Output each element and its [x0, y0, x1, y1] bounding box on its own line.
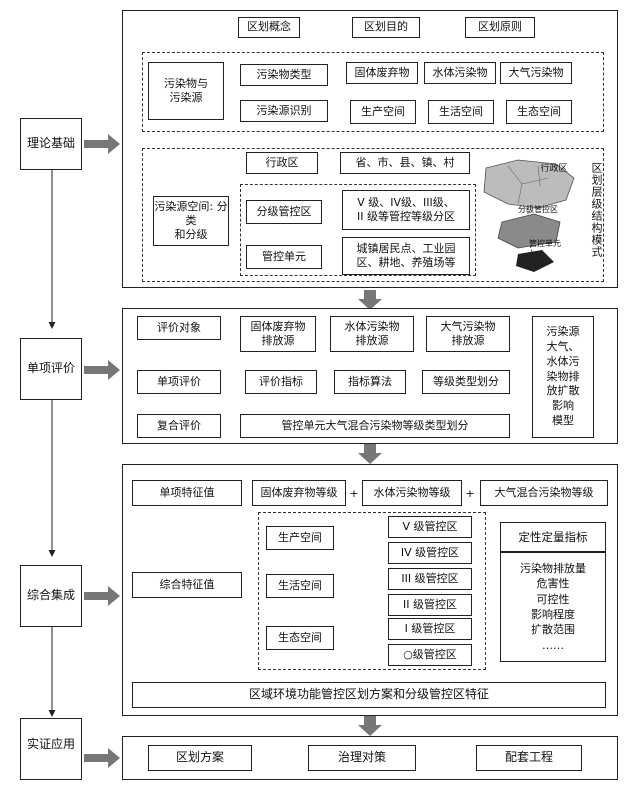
source-ident-box: 污染源识别	[240, 100, 328, 122]
plus-sign: +	[349, 486, 359, 500]
zone-i-box: I 级管控区	[388, 618, 472, 640]
measures-box: 治理对策	[308, 745, 416, 771]
living-space-box: 生活空间	[428, 100, 494, 124]
pollutant-dashed-group	[142, 52, 604, 132]
right-arrow-icon	[84, 748, 120, 768]
indicator-box: 评价指标	[245, 370, 317, 394]
pollutant-source-box: 污染物与 污染源	[148, 62, 224, 120]
eval-object-box: 评价对象	[137, 316, 221, 340]
unit-desc-box: 城镇居民点、工业园 区、耕地、养殖场等	[342, 237, 470, 275]
algorithm-box: 指标算法	[334, 370, 406, 394]
compound-result-box: 管控单元大气混合污染物等级类型划分	[240, 414, 510, 438]
admin-region-box: 行政区	[246, 152, 318, 174]
right-arrow-icon	[84, 360, 120, 380]
admin-levels-box: 省、市、县、镇、村	[340, 152, 470, 174]
ecological-space-box: 生态空间	[266, 626, 334, 650]
solid-grade-box: 固体废弃物等级	[252, 480, 346, 506]
graded-zone-box: 分级管控区	[246, 200, 322, 224]
compound-eval-box: 复合评价	[137, 414, 221, 438]
single-eval-box: 单项评价	[137, 370, 221, 394]
zoning-dashed-group	[142, 148, 604, 282]
water-source-box: 水体污染物 排放源	[330, 316, 414, 352]
zone-v-box: V 级管控区	[388, 516, 472, 538]
support-project-box: 配套工程	[476, 745, 582, 771]
water-pollutant-box: 水体污染物	[424, 62, 496, 84]
single-feature-box: 单项特征值	[132, 480, 242, 506]
solid-source-box: 固体废弃物 排放源	[240, 316, 316, 352]
zone-ii-box: II 级管控区	[388, 594, 472, 616]
right-arrow-icon	[84, 134, 120, 154]
plus-sign: +	[465, 486, 475, 500]
qualitative-indicator-box: 定性定量指标	[500, 522, 606, 552]
concept-box: 区划概念	[238, 17, 300, 38]
purpose-box: 区划目的	[352, 17, 420, 38]
principle-box: 区划原则	[465, 17, 535, 38]
production-space-box: 生产空间	[350, 100, 416, 124]
map-label-unit: 管控单元	[529, 238, 561, 248]
down-arrow-icon	[358, 290, 382, 310]
production-space-box: 生产空间	[266, 526, 334, 550]
stage-integrate: 综合集成	[20, 565, 82, 627]
zone-0-box: ○级管控区	[388, 644, 472, 666]
indicator-list-box: 污染物排放量 危害性 可控性 影响程度 扩散范围 ……	[500, 552, 606, 662]
hierarchy-model-title: 区划层级结构模式	[590, 162, 603, 258]
diffusion-model-box: 污染源 大气、 水体污 染物排 放扩散 影响 模型	[532, 316, 594, 438]
zone-iii-box: III 级管控区	[388, 568, 472, 590]
air-grade-box: 大气混合污染物等级	[480, 480, 608, 506]
final-plan-box: 区域环境功能管控区划方案和分级管控区特征	[132, 682, 606, 708]
plan-box: 区划方案	[148, 745, 252, 771]
control-dashed-group	[240, 184, 476, 276]
solid-waste-box: 固体废弃物	[346, 62, 418, 84]
hierarchy-map-illustration	[483, 159, 575, 272]
composite-feature-box: 综合特征值	[132, 572, 242, 598]
air-source-box: 大气污染物 排放源	[426, 316, 510, 352]
living-space-box: 生活空间	[266, 574, 334, 598]
ecological-space-box: 生态空间	[506, 100, 572, 124]
control-unit-box: 管控单元	[246, 245, 322, 269]
map-label-admin: 行政区	[540, 163, 568, 174]
grade-division-box: 等级类型划分	[422, 370, 510, 394]
stage-apply: 实证应用	[20, 718, 82, 780]
stage-theory: 理论基础	[20, 118, 82, 170]
zone-dashed-group	[258, 512, 486, 670]
grade-desc-box: V 级、IV级、III级、 II 级等管控等级分区	[342, 190, 470, 230]
zone-iv-box: IV 级管控区	[388, 542, 472, 564]
water-grade-box: 水体污染物等级	[362, 480, 462, 506]
source-space-box: 污染源空间: 分类 和分级	[153, 196, 229, 246]
map-label-graded: 分级管控区	[518, 204, 558, 214]
stage-single-eval: 单项评价	[20, 338, 82, 400]
right-arrow-icon	[84, 586, 120, 606]
pollutant-type-box: 污染物类型	[240, 64, 328, 86]
down-arrow-icon	[358, 716, 382, 736]
air-pollutant-box: 大气污染物	[500, 62, 572, 84]
down-arrow-icon	[358, 444, 382, 464]
